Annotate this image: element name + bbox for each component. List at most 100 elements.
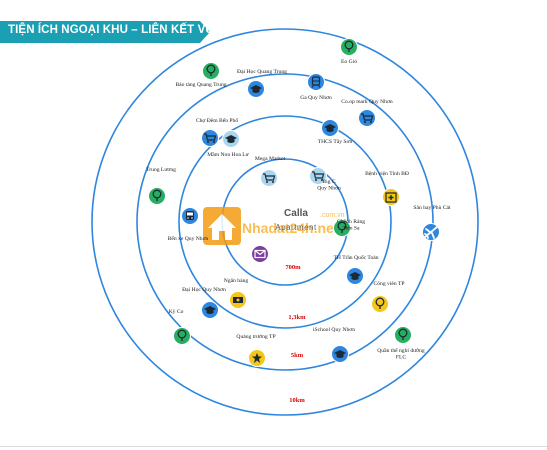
tree-icon [206,64,216,76]
place-label: Sân bay Phù Cát [413,205,451,211]
place-label: Kỳ Co [169,309,184,315]
distance-ring [136,73,434,371]
header-banner-shape [0,21,210,43]
place-label: THCS Tây Sơn [318,139,353,145]
ring-distance-label: 5km [291,352,304,359]
place-label: Mầm Non Hoa Lư [207,151,249,158]
place-label: Chợ Đêm Bến Phố [196,117,238,124]
place-marker: Kỳ Co [169,309,191,345]
place-label: Ga Quy Nhơn [300,95,332,101]
tree-icon [177,329,187,341]
place-label: Bến xe Quy Nhơn [168,235,209,242]
place-marker: iSchool Quy Nhơn [313,327,355,363]
bus-icon [186,211,194,220]
ring-distance-label: 700m [285,264,301,271]
place-marker: Co.op mark Quy Nhơn [341,99,393,127]
watermark-text: Nhadat24h.net [242,220,339,236]
place-marker: Bảo tàng Quang Trung [175,62,227,88]
mail-icon [254,249,266,259]
cart-icon [361,113,374,123]
distance-ring [91,28,479,416]
graduation-cap-icon [334,350,346,358]
divider [0,446,547,447]
marker-dot [202,62,220,80]
place-label: Quảng trường TP [236,334,275,340]
graduation-cap-icon [324,124,336,132]
place-marker: Bệnh viện Tỉnh BĐ [365,171,409,206]
hospital-icon [385,192,397,203]
distance-ring [178,115,392,329]
graduation-cap-icon [225,135,237,143]
tree-icon [398,328,408,340]
marker-dot [394,326,412,344]
header-banner: TIỆN ÍCH NGOẠI KHU – LIÊN KẾT VÙNG [0,21,231,43]
money-icon [233,297,243,303]
marker-dot [340,38,358,56]
place-marker [251,245,269,263]
place-marker: Mega Market [255,156,286,187]
tree-icon [344,40,354,52]
plane-icon [424,226,438,239]
place-label: TH Trần Quốc Toản [333,254,378,261]
place-marker: Trung Lương [146,167,176,205]
place-marker: THCS Tây Sơn [318,119,353,145]
cart-icon [312,171,325,181]
ring-distance-label: 10km [289,397,305,404]
marker-dot [371,295,389,313]
graduation-cap-icon [349,272,361,280]
marker-dot [358,109,376,127]
place-label: Eo Gió [341,59,357,65]
center-brand: Calla [284,208,308,219]
star-icon [252,353,262,363]
tree-icon [152,189,162,201]
place-marker: Ngân hàng [224,278,249,309]
marker-dot [260,169,278,187]
place-marker: Ga Quy Nhơn [300,73,332,101]
place-marker: Sân bay Phù Cát [413,205,451,241]
ring-distance-label: 1,3km [288,314,306,321]
place-marker: Bến xe Quy Nhơn [168,207,209,242]
place-label: Đại Học Quang Trung [237,69,287,75]
cart-icon [204,133,217,143]
marker-dot [148,187,166,205]
tree-icon [375,297,385,309]
place-marker: Công viên TP [371,281,405,313]
marker-dot [307,73,325,91]
marker-dot [333,219,351,237]
cart-icon [263,173,276,183]
place-marker: Đại Học Quang Trung [237,69,287,98]
tree-icon [337,221,347,233]
graduation-cap-icon [204,306,216,314]
watermark-domain: .com.vn [320,212,345,219]
place-marker: TH Trần Quốc Toản [333,254,379,285]
marker-dot [173,327,191,345]
place-label: Mega Market [255,156,286,162]
page-title: TIỆN ÍCH NGOẠI KHU – LIÊN KẾT VÙNG [8,24,232,36]
place-label: Trung Lương [146,167,176,173]
train-icon [311,76,321,88]
place-label: Bệnh viện Tỉnh BĐ [365,171,409,177]
place-label: Ngân hàng [224,278,249,284]
place-label: Bảo tàng Quang Trung [175,82,226,88]
place-marker: Chợ Đêm Bến Phố [196,117,238,147]
place-label: Công viên TP [374,281,405,287]
place-marker: Eo Gió [340,38,358,65]
graduation-cap-icon [250,85,262,93]
place-marker: Đại Học Quy Nhơn [182,287,226,319]
center-subtitle: Apartment [275,223,317,232]
place-marker: Mầm Non Hoa Lư [207,130,250,158]
place-label: Co.op mark Quy Nhơn [341,99,393,105]
place-marker: Quảng trường TP [236,334,276,367]
place-label: Đại Học Quy Nhơn [182,287,226,293]
place-label: iSchool Quy Nhơn [313,327,355,333]
watermark: Nhadat24h.net.com.vn [203,207,345,245]
marker-dot [201,129,219,147]
house-icon [208,214,236,240]
